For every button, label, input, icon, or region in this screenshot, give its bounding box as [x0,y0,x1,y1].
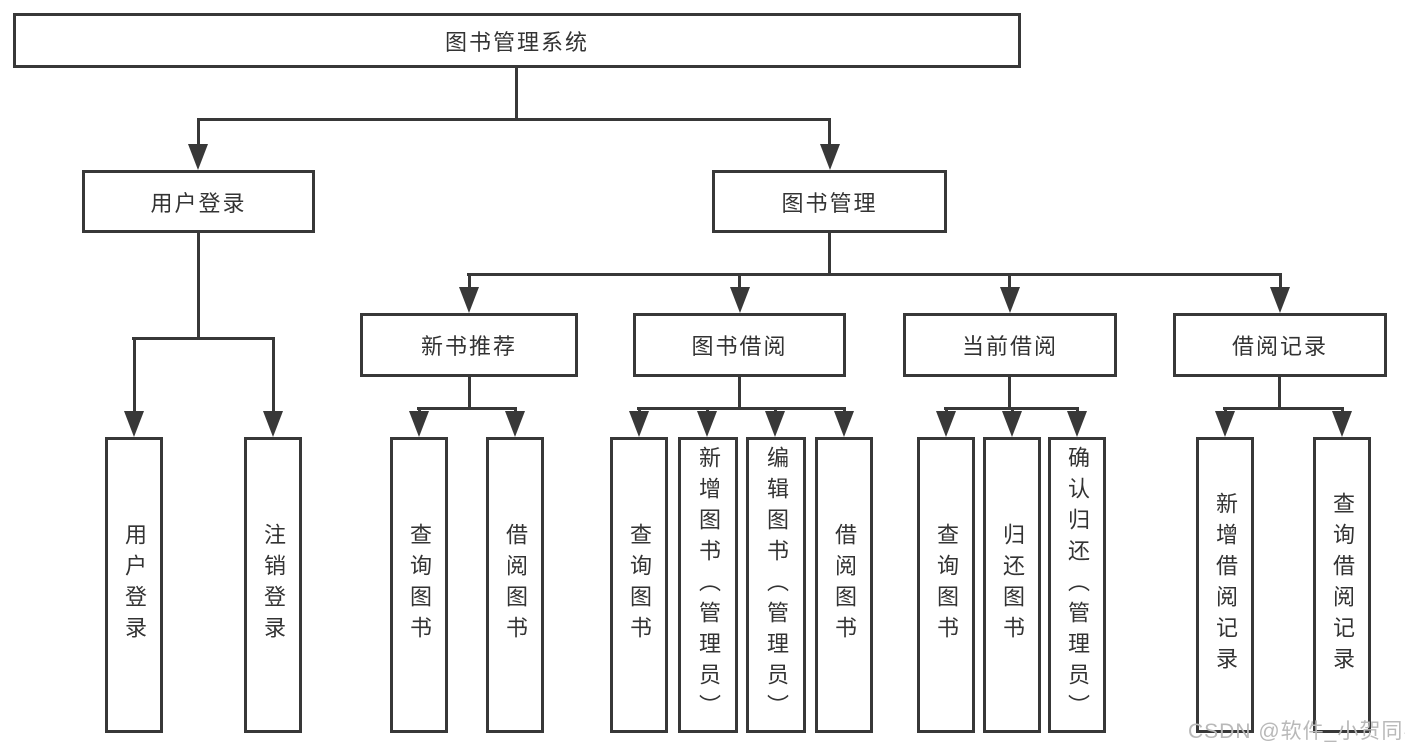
connector-line-v [515,67,518,120]
node-borrowing-records-label: 借阅记录 [1231,334,1328,359]
connector-line-v [828,118,831,146]
connector-line-h [637,407,846,410]
node-leaf-borrow-books-2-label: 借阅图书 [832,523,857,647]
arrow-down-icon [459,287,479,313]
node-leaf-add-book-admin: 新增图书（管理员） [678,437,738,733]
arrow-down-icon [188,144,208,170]
connector-line-v [468,273,471,290]
node-leaf-query-books-1: 查询图书 [390,437,448,733]
connector-line-h [1223,407,1344,410]
arrow-down-icon [834,411,854,437]
node-book-borrowing-label: 图书借阅 [691,334,788,359]
node-new-book-recommend: 新书推荐 [360,313,578,377]
node-leaf-logout-label: 注销登录 [261,523,286,647]
node-leaf-borrow-books-2: 借阅图书 [815,437,873,733]
arrow-down-icon [936,411,956,437]
node-leaf-query-books-3: 查询图书 [917,437,975,733]
connector-line-v [1279,273,1282,290]
connector-line-h [197,118,831,121]
connector-line-h [132,337,275,340]
connector-line-h [417,407,517,410]
node-leaf-add-borrow-record: 新增借阅记录 [1196,437,1254,733]
node-user-login-label: 用户登录 [150,190,247,216]
arrow-down-icon [409,411,429,437]
node-leaf-borrow-books-1: 借阅图书 [486,437,544,733]
arrow-down-icon [1270,287,1290,313]
node-leaf-query-borrow-record-label: 查询借阅记录 [1330,492,1355,678]
node-leaf-user-login: 用户登录 [105,437,163,733]
arrow-down-icon [765,411,785,437]
node-user-login: 用户登录 [82,170,315,233]
node-leaf-logout: 注销登录 [244,437,302,733]
node-root-label: 图书管理系统 [444,29,589,55]
connector-line-v [468,375,471,409]
node-leaf-add-borrow-record-label: 新增借阅记录 [1213,492,1238,678]
node-leaf-edit-book-admin-label: 编辑图书（管理员） [764,445,789,725]
node-leaf-user-login-label: 用户登录 [122,523,147,647]
node-new-book-recommend-label: 新书推荐 [420,334,517,359]
node-leaf-query-books-2: 查询图书 [610,437,668,733]
node-leaf-query-books-3-label: 查询图书 [934,523,959,647]
connector-line-v [272,337,275,414]
arrow-down-icon [263,411,283,437]
node-book-management: 图书管理 [712,170,947,233]
arrow-down-icon [1067,411,1087,437]
connector-line-v [197,231,200,339]
node-book-management-label: 图书管理 [781,190,878,216]
arrow-down-icon [1000,287,1020,313]
node-leaf-query-books-1-label: 查询图书 [407,523,432,647]
node-borrowing-records: 借阅记录 [1173,313,1387,377]
connector-line-v [1278,375,1281,409]
node-leaf-return-book-label: 归还图书 [1000,523,1025,647]
connector-line-v [1008,273,1011,290]
arrow-down-icon [1002,411,1022,437]
arrow-down-icon [697,411,717,437]
arrow-down-icon [124,411,144,437]
node-leaf-confirm-return-admin: 确认归还（管理员） [1048,437,1106,733]
connector-line-v [828,231,831,275]
arrow-down-icon [730,287,750,313]
node-leaf-confirm-return-admin-label: 确认归还（管理员） [1065,445,1090,725]
node-leaf-query-books-2-label: 查询图书 [627,523,652,647]
node-current-borrowing-label: 当前借阅 [961,334,1058,359]
arrow-down-icon [1215,411,1235,437]
arrow-down-icon [820,144,840,170]
node-root: 图书管理系统 [13,13,1021,68]
node-leaf-query-borrow-record: 查询借阅记录 [1313,437,1371,733]
node-leaf-edit-book-admin: 编辑图书（管理员） [746,437,806,733]
connector-line-v [738,375,741,409]
node-leaf-add-book-admin-label: 新增图书（管理员） [696,445,721,725]
arrow-down-icon [1332,411,1352,437]
csdn-watermark: CSDN @软件_小贺同学 [1188,720,1405,743]
connector-line-v [1008,375,1011,409]
node-current-borrowing: 当前借阅 [903,313,1117,377]
connector-line-v [738,273,741,290]
connector-line-v [197,118,200,146]
node-leaf-return-book: 归还图书 [983,437,1041,733]
arrow-down-icon [505,411,525,437]
node-book-borrowing: 图书借阅 [633,313,846,377]
arrow-down-icon [629,411,649,437]
connector-line-v [133,337,136,414]
node-leaf-borrow-books-1-label: 借阅图书 [503,523,528,647]
connector-line-h [467,273,1281,276]
